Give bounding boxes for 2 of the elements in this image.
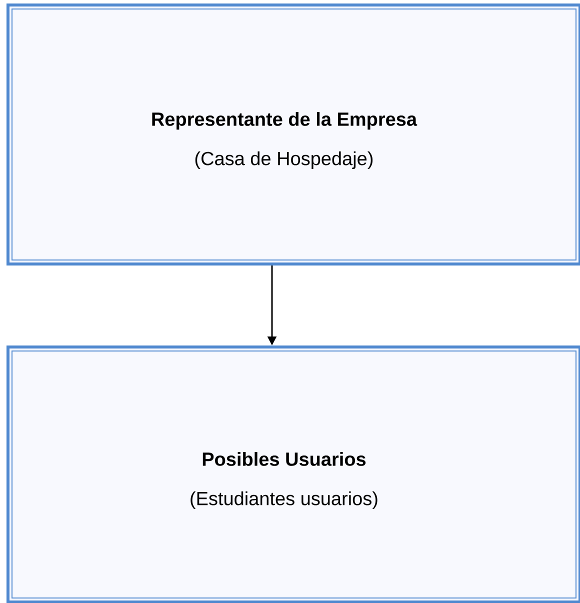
entity-box: Posibles Usuarios (Estudiantes usuarios) [6,346,580,603]
entity-box: Representante de la Empresa (Casa de Hospedaje) [6,4,580,266]
